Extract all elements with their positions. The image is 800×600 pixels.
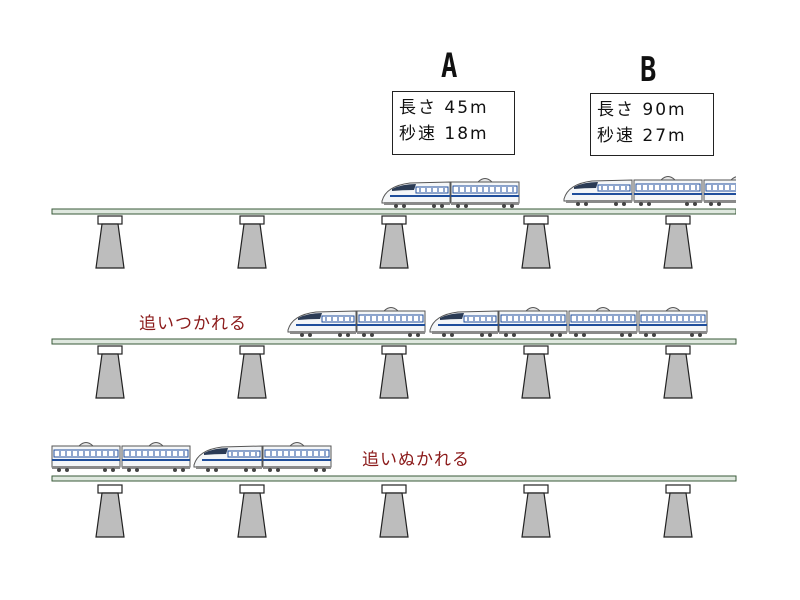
caption-caught-up: 追いつかれる xyxy=(139,314,247,334)
caption-overtaken: 追いぬかれる xyxy=(362,450,470,470)
track-row-2 xyxy=(51,338,737,399)
track-row-1 xyxy=(51,208,737,269)
pier xyxy=(237,484,267,538)
train-b-label: B xyxy=(640,50,657,90)
train-a-speed: 秒速 18m xyxy=(399,124,489,144)
pier xyxy=(95,215,125,269)
pier xyxy=(237,215,267,269)
train-b-length: 長さ 90m xyxy=(597,100,687,120)
train-a-row-2 xyxy=(287,307,426,338)
pier xyxy=(521,345,551,399)
train-a-label: A xyxy=(441,46,458,86)
pier xyxy=(379,215,409,269)
train-b-speed: 秒速 27m xyxy=(597,126,687,146)
train-b-info-box: 長さ 90m 秒速 27m xyxy=(590,93,714,156)
pier xyxy=(379,345,409,399)
pier xyxy=(663,484,693,538)
train-a-row-1 xyxy=(381,178,520,209)
train-a-info-box: 長さ 45m 秒速 18m xyxy=(392,91,515,155)
train-b-row-3 xyxy=(51,442,191,473)
track-row-3 xyxy=(51,475,737,538)
pier xyxy=(663,345,693,399)
pier xyxy=(95,345,125,399)
train-a-row-3 xyxy=(193,442,332,473)
pier xyxy=(521,215,551,269)
train-b-row-2 xyxy=(429,307,708,338)
pier xyxy=(663,215,693,269)
pier xyxy=(521,484,551,538)
pier xyxy=(95,484,125,538)
pier xyxy=(379,484,409,538)
train-a-length: 長さ 45m xyxy=(399,98,489,118)
pier xyxy=(237,345,267,399)
